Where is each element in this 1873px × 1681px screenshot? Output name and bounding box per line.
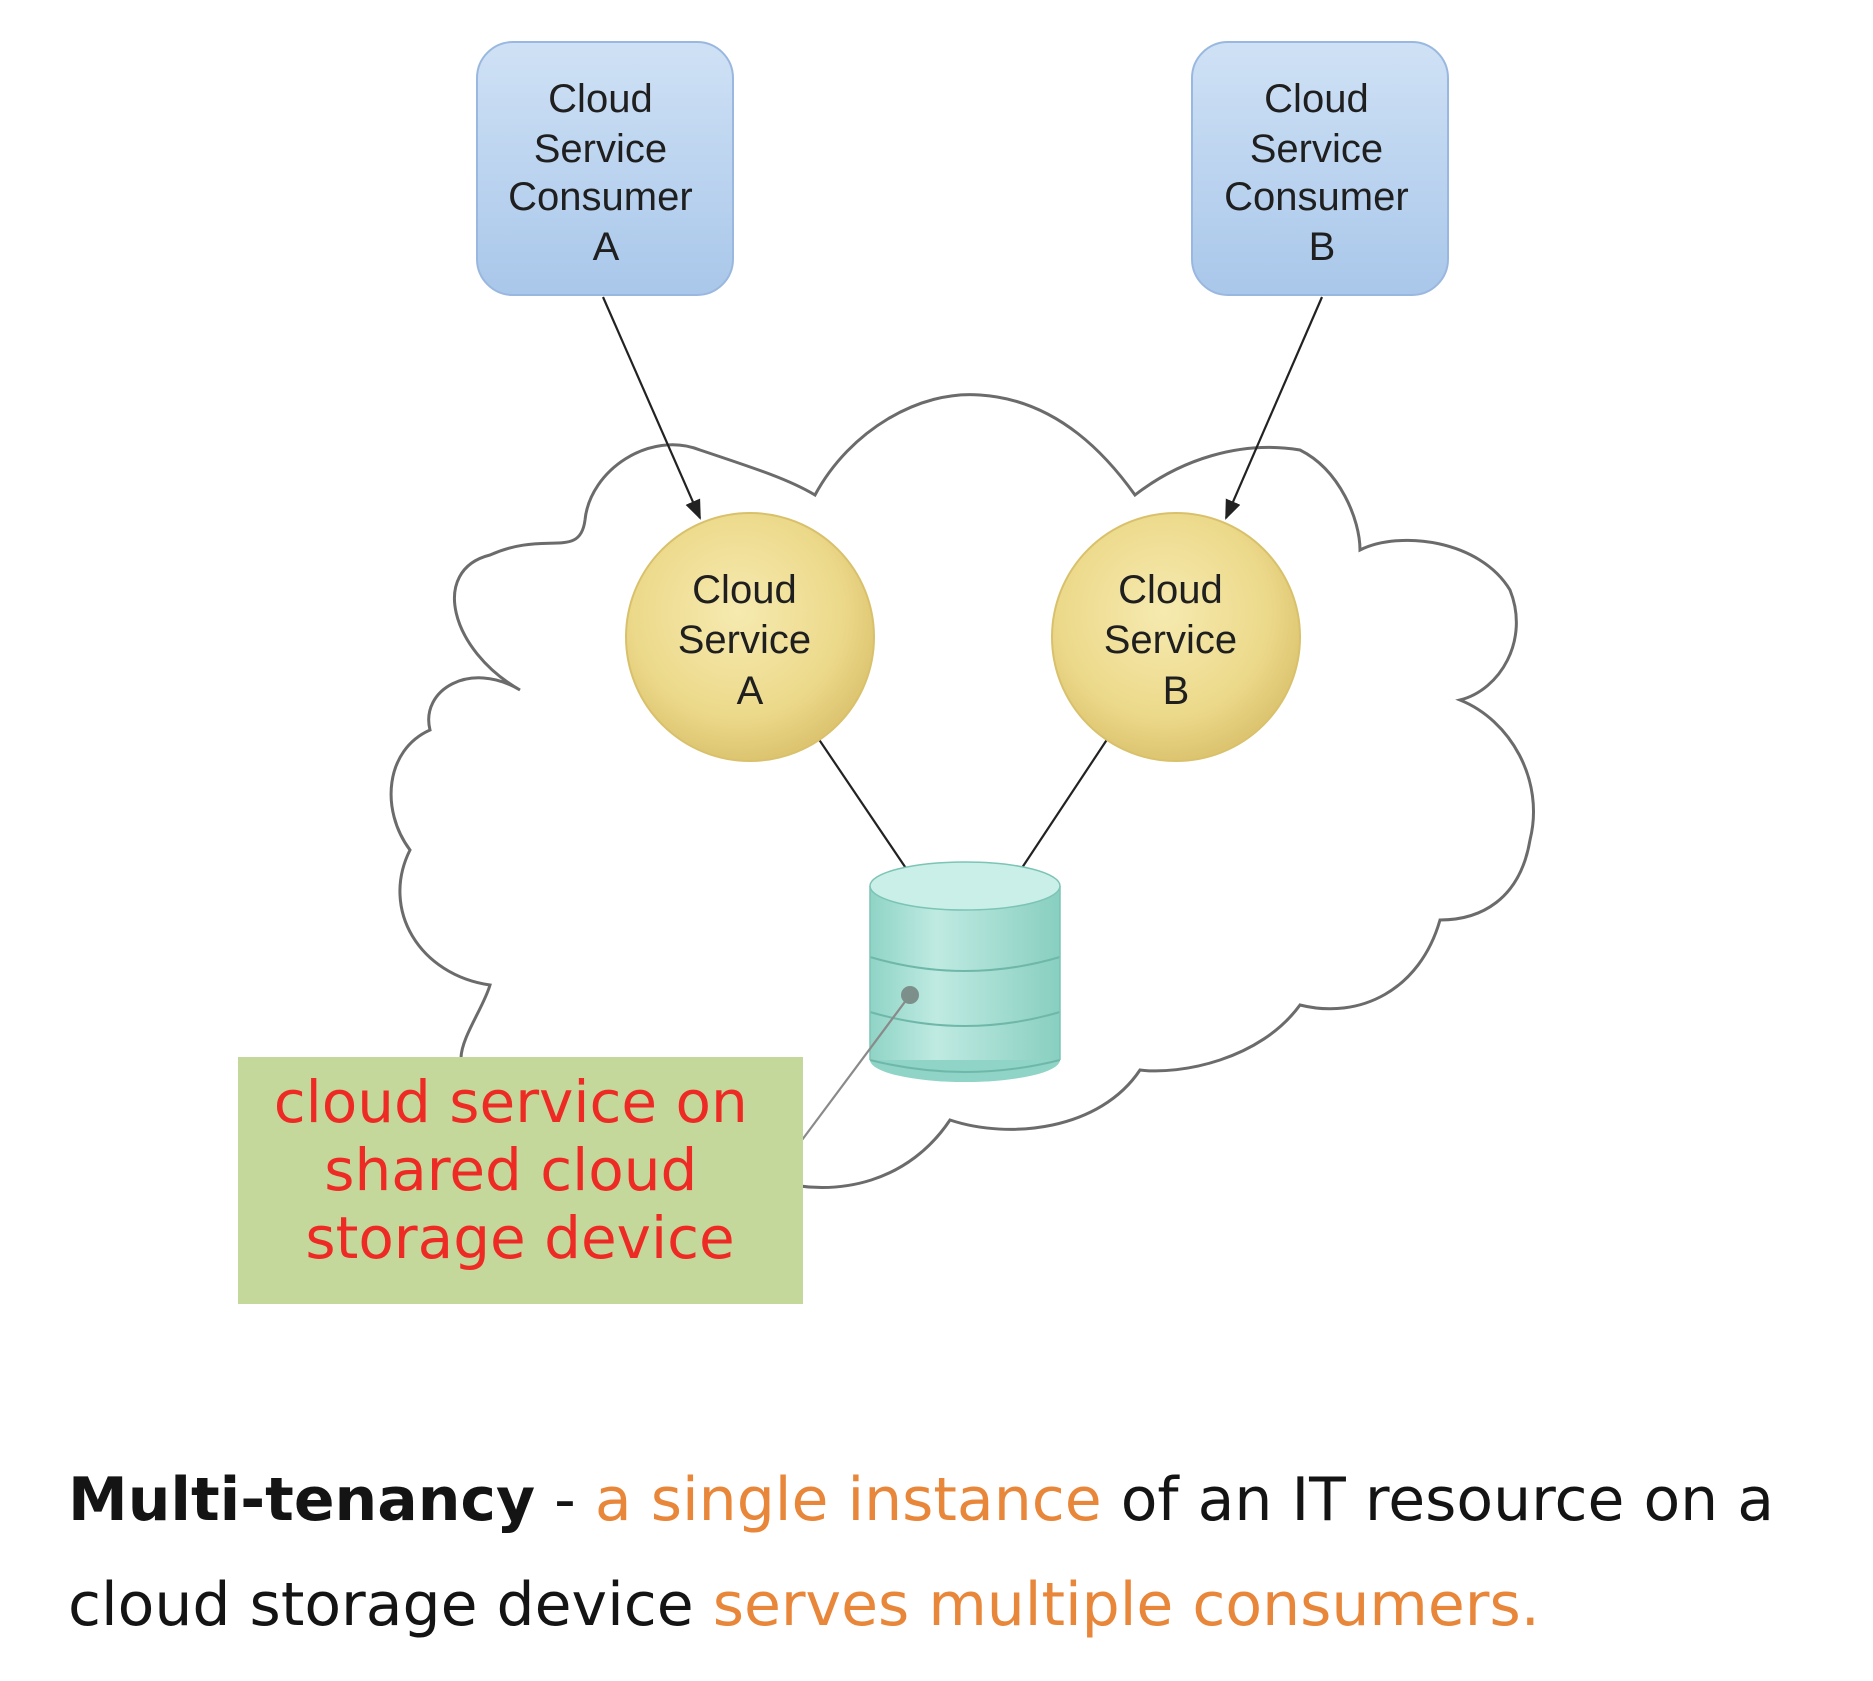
caption-highlight-single-instance: a single instance bbox=[594, 1465, 1102, 1535]
consumer-a-node: Cloud Service Consumer A bbox=[476, 41, 734, 296]
definition-caption: Multi-tenancy - a single instance of an … bbox=[68, 1448, 1858, 1658]
svg-text:Cloud Service Cons: Cloud Service Consumer B bbox=[1224, 77, 1420, 269]
svg-text:Cloud Service B: Cloud Service B bbox=[1104, 568, 1249, 713]
svg-text:Cloud Service Cons: Cloud Service Consumer A bbox=[508, 77, 704, 269]
service-b-line-3: B bbox=[1163, 669, 1190, 713]
service-b-node: Cloud Service B bbox=[1051, 512, 1301, 762]
callout-box: cloud service on shared cloud storage de… bbox=[238, 1057, 803, 1304]
arrow-consumer-b-to-service-b bbox=[1224, 296, 1324, 520]
callout-pointer-line bbox=[801, 994, 911, 1141]
consumer-a-line-4: A bbox=[593, 225, 620, 269]
service-b-line-1: Cloud bbox=[1118, 568, 1223, 612]
callout-line-1: cloud service on bbox=[274, 1068, 748, 1136]
consumer-a-line-1: Cloud bbox=[548, 77, 653, 121]
callout-pointer-dot bbox=[901, 986, 919, 1004]
arrow-service-a-to-storage bbox=[817, 737, 924, 894]
arrow-consumer-a-to-service-a bbox=[601, 296, 702, 520]
callout-line-2: shared cloud bbox=[324, 1136, 697, 1204]
consumer-b-node: Cloud Service Consumer B bbox=[1191, 41, 1449, 296]
consumer-b-line-4: B bbox=[1309, 225, 1336, 269]
service-a-line-3: A bbox=[737, 669, 764, 713]
consumer-b-line-2: Service bbox=[1250, 127, 1383, 171]
caption-highlight-serves-multiple: serves multiple consumers. bbox=[712, 1570, 1540, 1640]
svg-text:cloud service on shared: cloud service on shared cloud storage de… bbox=[274, 1068, 766, 1272]
service-a-line-1: Cloud bbox=[692, 568, 797, 612]
storage-device-icon bbox=[869, 861, 1061, 1082]
consumer-a-line-2: Service bbox=[534, 127, 667, 171]
consumer-b-line-3: Consumer bbox=[1224, 175, 1409, 219]
callout-line-3: storage device bbox=[305, 1204, 734, 1272]
svg-text:Cloud Service A: Cloud Service A bbox=[678, 568, 823, 713]
service-a-line-2: Service bbox=[678, 618, 811, 662]
consumer-b-line-1: Cloud bbox=[1264, 77, 1369, 121]
consumer-a-line-3: Consumer bbox=[508, 175, 693, 219]
caption-term: Multi-tenancy bbox=[68, 1465, 536, 1535]
service-b-line-2: Service bbox=[1104, 618, 1237, 662]
service-a-node: Cloud Service A bbox=[625, 512, 875, 762]
caption-middle-text: of an IT resource on a cloud storage dev… bbox=[68, 1465, 1775, 1640]
caption-dash: - bbox=[535, 1465, 595, 1535]
